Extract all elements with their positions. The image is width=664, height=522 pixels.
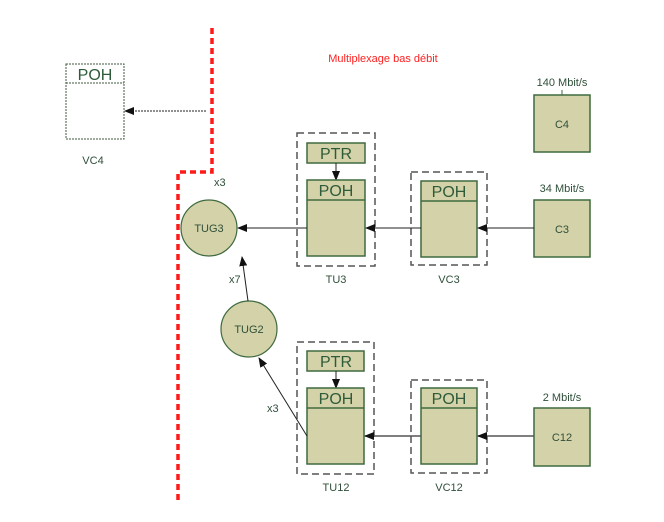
vc3-poh-label: POH — [432, 184, 467, 201]
boundary-line — [176, 28, 214, 503]
vc3-group-frame — [410, 171, 488, 266]
tug3-circle — [180, 199, 238, 257]
tu12-block: PTR POH TU12 — [296, 341, 375, 494]
vc12-group-frame — [410, 379, 488, 474]
c3-label: C3 — [555, 224, 569, 236]
tu12-label: TU12 — [323, 482, 350, 494]
c12-label: C12 — [552, 432, 572, 444]
c12-container — [533, 407, 591, 467]
c4-label: C4 — [555, 119, 569, 131]
arrow-tug2-to-tug3 — [239, 256, 249, 302]
vc4-block: POH VC4 — [65, 63, 125, 167]
tu12-poh-label: POH — [319, 391, 354, 408]
multiplier-tug2-tug3: x7 — [229, 274, 241, 286]
tu3-poh-label: POH — [319, 183, 354, 200]
multiplier-tug3-vc4: x3 — [214, 177, 226, 189]
c12-block: 2 Mbit/s C12 — [533, 392, 591, 467]
c3-rate: 34 Mbit/s — [540, 183, 585, 195]
tu12-ptr-label: PTR — [320, 354, 352, 371]
tu3-label: TU3 — [326, 274, 347, 286]
multiplier-tu12-tug2: x3 — [267, 403, 279, 415]
c4-rate: 140 Mbit/s — [537, 77, 588, 89]
tu3-group-frame — [296, 132, 376, 267]
vc4-label: VC4 — [82, 155, 103, 167]
c4-block: 140 Mbit/s C4 — [533, 77, 591, 153]
tu3-block: PTR POH TU3 — [296, 132, 376, 286]
tug2-label: TUG2 — [234, 324, 263, 336]
vc3-body — [420, 180, 478, 258]
vc12-label: VC12 — [435, 482, 463, 494]
tug3-node: TUG3 — [180, 199, 238, 257]
tug2-circle — [220, 300, 278, 358]
c12-rate: 2 Mbit/s — [543, 392, 582, 404]
tu12-vc-body — [306, 387, 365, 465]
tug2-node: TUG2 — [220, 300, 278, 358]
c3-container — [533, 199, 591, 258]
tu3-vc-body — [306, 179, 366, 257]
c4-container — [533, 94, 591, 153]
diagram-title: Multiplexage bas débit — [328, 53, 437, 65]
vc4-poh-label: POH — [78, 67, 113, 84]
vc12-body — [420, 387, 478, 465]
arrow-tu12-to-tug2 — [258, 357, 308, 437]
vc3-label: VC3 — [438, 274, 459, 286]
vc4-frame — [65, 63, 125, 140]
vc12-block: POH VC12 — [410, 379, 488, 494]
c3-block: 34 Mbit/s C3 — [533, 183, 591, 258]
tu3-ptr-label: PTR — [320, 146, 352, 163]
vc12-poh-label: POH — [432, 391, 467, 408]
tu12-group-frame — [296, 341, 375, 475]
vc3-block: POH VC3 — [410, 171, 488, 286]
tug3-label: TUG3 — [194, 223, 223, 235]
